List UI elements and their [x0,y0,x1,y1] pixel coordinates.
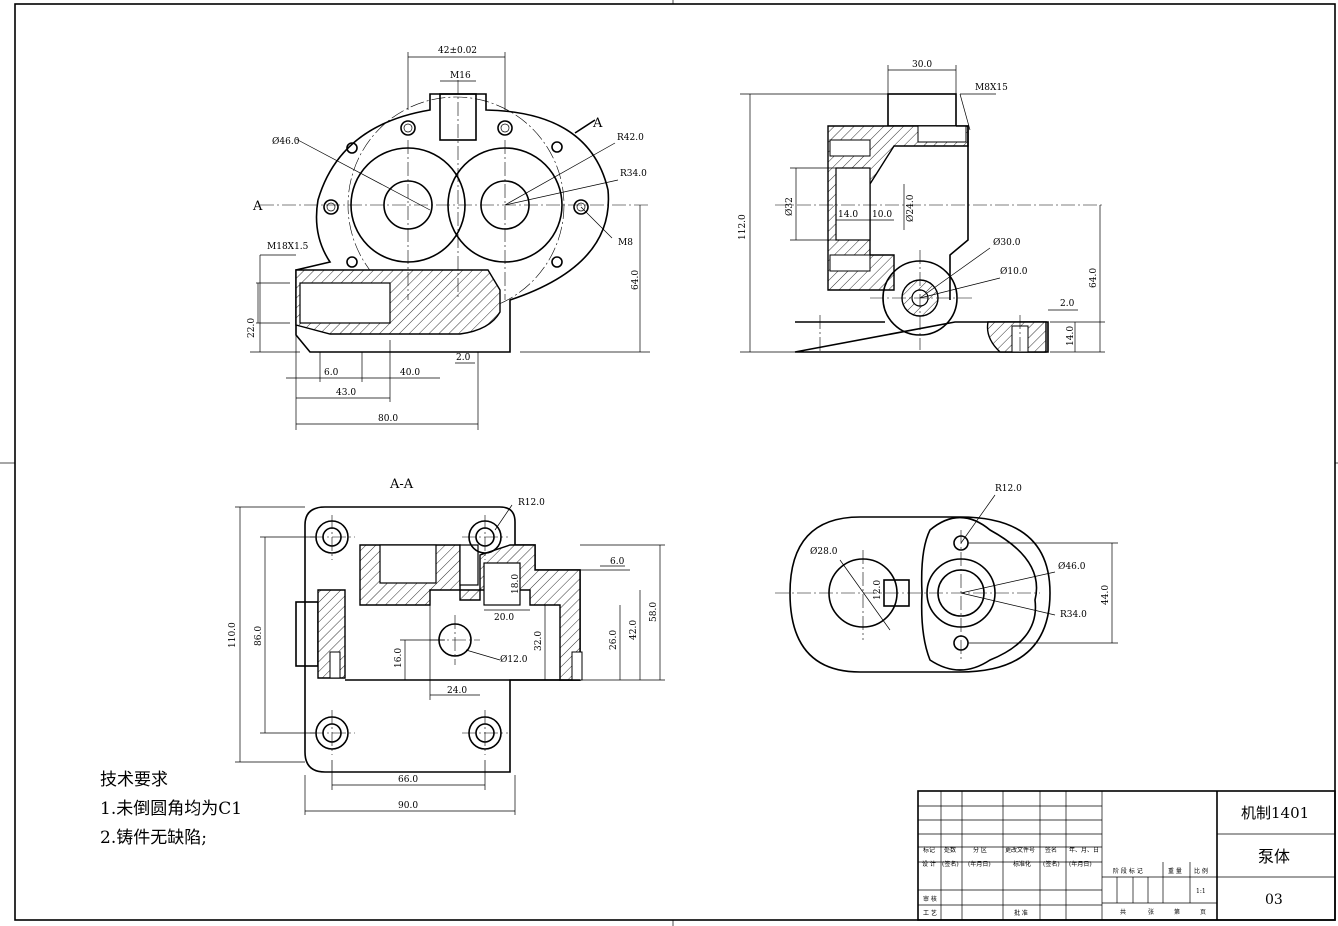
title-drawing-no: 03 [1265,892,1283,908]
dim-front-6: M18X1.5 [267,242,309,252]
tb-design-5: (年月日) [1069,860,1092,868]
title-block [917,790,1336,921]
tb-design-4: (签名) [1043,860,1060,868]
notes-item-1: 1.未倒圆角均为C1 [100,799,243,819]
dim-side-6: Ø24.0 [905,194,916,222]
tb-design-2: (年月日) [968,860,991,868]
side-view [740,65,1105,353]
sheet-border [14,3,1336,921]
front-section-mark-right: A [592,116,603,131]
section-view-label: A-A [389,477,414,492]
dim-front-5: M8 [618,238,633,248]
dim-front-9: 6.0 [324,368,339,378]
dim-front-4: R34.0 [620,169,647,179]
tb-sheets-3: 页 [1200,909,1206,916]
tb-design-3: 标准化 [1013,860,1031,868]
dim-bottom-5: R34.0 [1060,610,1087,620]
dim-section-14: 90.0 [398,801,418,811]
dim-section-8: 42.0 [629,620,639,640]
title-scale: 1:1 [1196,888,1206,895]
dim-side-2: 112.0 [738,214,748,240]
title-part-name: 泵体 [1258,847,1290,866]
dim-section-10: 16.0 [394,648,404,668]
dim-front-10: 40.0 [400,368,420,378]
dim-side-5: 10.0 [872,210,892,220]
tb-header-0: 标记 [923,846,935,854]
notes-heading: 技术要求 [100,770,168,790]
technical-requirements: 技术要求 1.未倒圆角均为C1 2.铸件无缺陷; [100,766,242,853]
dim-front-0: 42±0.02 [438,46,477,56]
dim-side-0: 30.0 [912,60,932,70]
bottom-view [775,494,1118,673]
dim-section-0: R12.0 [518,498,545,508]
dim-front-1: M16 [450,71,471,81]
dim-bottom-0: R12.0 [995,484,1022,494]
dim-front-3: R42.0 [617,133,644,143]
dim-side-8: Ø10.0 [1000,266,1028,277]
tb-approve: 批 准 [1014,909,1028,917]
section-view [235,504,665,815]
dim-section-1: 110.0 [228,622,238,648]
dim-section-3: 6.0 [610,557,625,567]
tb-design-1: (签名) [942,860,959,868]
dim-bottom-1: Ø28.0 [810,546,838,557]
tb-design-0: 设 计 [922,860,936,868]
dim-front-12: 43.0 [336,388,356,398]
dim-section-9: 26.0 [609,630,619,650]
dim-bottom-4: 44.0 [1101,585,1111,605]
tb-sheets-0: 共 [1120,908,1126,916]
dim-side-10: 64.0 [1089,268,1099,288]
dim-section-12: 24.0 [447,686,467,696]
dim-front-8: 64.0 [631,270,641,290]
title-school: 机制1401 [1241,804,1309,822]
tb-review: 审 核 [923,895,937,903]
dim-bottom-3: Ø46.0 [1058,561,1086,572]
dim-side-7: Ø30.0 [993,237,1021,248]
tb-header-5: 年、月、日 [1069,846,1099,854]
tb-header-3: 更改文件号 [1005,846,1035,854]
dim-section-13: 66.0 [398,775,418,785]
tb-stage-label: 阶 段 标 记 [1113,867,1143,875]
tb-scale-label: 比 例 [1194,867,1208,875]
dim-section-5: 58.0 [649,602,659,622]
dim-section-4: 18.0 [511,574,521,594]
dim-section-7: 32.0 [534,631,544,651]
front-section-mark-left: A [252,199,263,214]
notes-item-2: 2.铸件无缺陷; [100,828,207,848]
dim-side-4: 14.0 [838,210,858,220]
dim-section-2: 86.0 [254,626,264,646]
dim-front-13: 80.0 [378,414,398,424]
tb-header-4: 签名 [1045,846,1057,854]
dim-section-6: 20.0 [494,613,514,623]
dim-front-7: 22.0 [247,318,257,338]
dim-side-3: Ø32 [784,197,795,216]
dim-side-9: 2.0 [1060,299,1075,309]
tb-process: 工 艺 [923,909,937,917]
dim-side-11: 14.0 [1066,326,1076,346]
tb-header-1: 处数 [944,846,956,854]
tb-weight-label: 重 量 [1168,867,1182,875]
tb-sheets-2: 第 [1174,908,1180,916]
dim-side-1: M8X15 [975,83,1008,93]
dim-section-11: Ø12.0 [500,654,528,665]
dim-front-2: Ø46.0 [272,136,300,147]
dim-front-11: 2.0 [456,353,471,363]
tb-header-2: 分 区 [973,846,987,854]
tb-sheets-1: 张 [1148,908,1154,916]
dim-bottom-2: 12.0 [873,580,883,600]
front-view [250,52,650,430]
